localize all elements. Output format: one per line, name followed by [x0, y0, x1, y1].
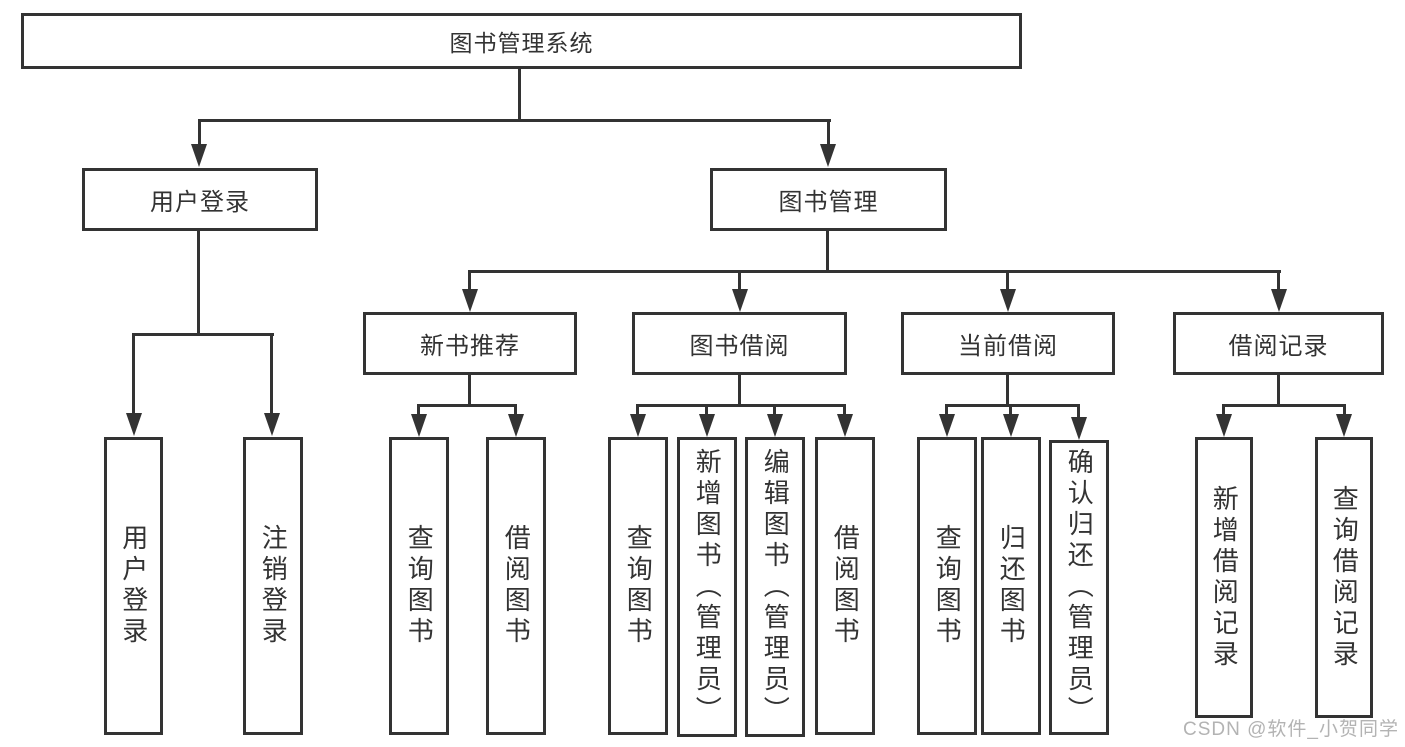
leaf-label: 查询借阅记录	[1329, 484, 1360, 671]
arrowhead-login	[126, 413, 142, 436]
connector-records-stem	[1277, 374, 1280, 407]
connector-book-management-stem	[826, 231, 829, 273]
node-current-return-books: 归还图书	[981, 437, 1041, 735]
connector-level3-bar	[468, 270, 1281, 273]
connector-drop	[1222, 404, 1225, 420]
connector-drop	[636, 404, 639, 420]
arrowhead-book-management	[820, 144, 836, 167]
leaf-label: 注销登录	[258, 524, 289, 648]
arrowhead-borrow-add	[699, 414, 715, 437]
arrowhead-current-query	[939, 414, 955, 437]
connector-borrowing-stem	[738, 374, 741, 407]
connector-drop-book-management	[827, 119, 830, 149]
node-current-borrowing: 当前借阅	[901, 312, 1115, 375]
connector-drop-records	[1277, 270, 1280, 292]
connector-current-stem	[1006, 374, 1009, 407]
arrowhead-borrowing	[732, 289, 748, 312]
node-borrowing-records: 借阅记录	[1173, 312, 1384, 375]
node-logout: 注销登录	[243, 437, 303, 735]
watermark-text: CSDN @软件_小贺同学	[1183, 719, 1399, 740]
connector-recommend-stem	[468, 374, 471, 407]
connector-level2-bar	[198, 119, 831, 122]
arrowhead-user-login	[191, 144, 207, 167]
leaf-label: 查询图书	[404, 524, 435, 648]
arrowhead-records-add	[1216, 414, 1232, 437]
connector-drop	[1077, 404, 1080, 423]
arrowhead-borrow-edit	[767, 414, 783, 437]
node-borrow-add-book-admin: 新增图书（管理员）	[677, 437, 737, 737]
leaf-label: 查询图书	[932, 524, 963, 648]
node-user-login: 用户登录	[82, 168, 318, 231]
connector-drop-borrowing	[738, 270, 741, 292]
connector-user-login-bar	[133, 333, 274, 336]
connector-drop-login	[132, 333, 135, 415]
arrowhead-recommend-borrow	[508, 414, 524, 437]
leaf-label: 用户登录	[118, 524, 149, 648]
connector-drop	[417, 404, 420, 420]
arrowhead-current	[1000, 289, 1016, 312]
connector-records-bar	[1222, 404, 1346, 407]
arrowhead-borrow-query	[630, 414, 646, 437]
node-library-management-system: 图书管理系统	[21, 13, 1022, 69]
connector-recommend-bar	[417, 404, 517, 407]
connector-drop	[514, 404, 517, 420]
leaf-label: 借阅图书	[830, 524, 861, 648]
leaf-label: 查询图书	[623, 524, 654, 648]
connector-drop	[705, 404, 708, 420]
node-new-book-recommendation: 新书推荐	[363, 312, 577, 375]
arrowhead-records	[1271, 289, 1287, 312]
connector-drop-recommend	[468, 270, 471, 292]
node-book-borrowing: 图书借阅	[632, 312, 847, 375]
connector-root-stem	[518, 67, 521, 121]
arrowhead-records-query	[1336, 414, 1352, 437]
connector-borrowing-bar	[636, 404, 846, 407]
arrowhead-current-confirm	[1071, 417, 1087, 440]
leaf-label: 新增图书（管理员）	[692, 447, 723, 727]
leaf-label: 借阅图书	[501, 524, 532, 648]
connector-drop-current	[1006, 270, 1009, 292]
leaf-label: 归还图书	[996, 524, 1027, 648]
arrowhead-recommend	[462, 289, 478, 312]
connector-drop	[843, 404, 846, 420]
node-borrow-borrow-books: 借阅图书	[815, 437, 875, 735]
node-borrow-query-books: 查询图书	[608, 437, 668, 735]
node-user-login-action: 用户登录	[104, 437, 163, 735]
leaf-label: 确认归还（管理员）	[1064, 448, 1095, 727]
arrowhead-current-return	[1003, 414, 1019, 437]
node-records-query-borrow-record: 查询借阅记录	[1315, 437, 1373, 718]
leaf-label: 新增借阅记录	[1209, 484, 1240, 671]
node-recommend-query-books: 查询图书	[389, 437, 449, 735]
node-current-confirm-return-admin: 确认归还（管理员）	[1049, 440, 1109, 735]
connector-user-login-stem	[197, 231, 200, 336]
arrowhead-borrow-borrow	[837, 414, 853, 437]
connector-drop-user-login	[198, 119, 201, 149]
connector-drop	[945, 404, 948, 420]
node-records-add-borrow-record: 新增借阅记录	[1195, 437, 1253, 718]
connector-drop	[773, 404, 776, 420]
leaf-label: 编辑图书（管理员）	[760, 447, 791, 727]
connector-drop	[1343, 404, 1346, 420]
connector-current-bar	[945, 404, 1080, 407]
node-borrow-edit-book-admin: 编辑图书（管理员）	[745, 437, 805, 737]
node-book-management: 图书管理	[710, 168, 947, 231]
node-current-query-books: 查询图书	[917, 437, 977, 735]
arrowhead-recommend-query	[411, 414, 427, 437]
arrowhead-logout	[264, 413, 280, 436]
connector-drop-logout	[270, 333, 273, 415]
node-recommend-borrow-books: 借阅图书	[486, 437, 546, 735]
connector-drop	[1009, 404, 1012, 420]
